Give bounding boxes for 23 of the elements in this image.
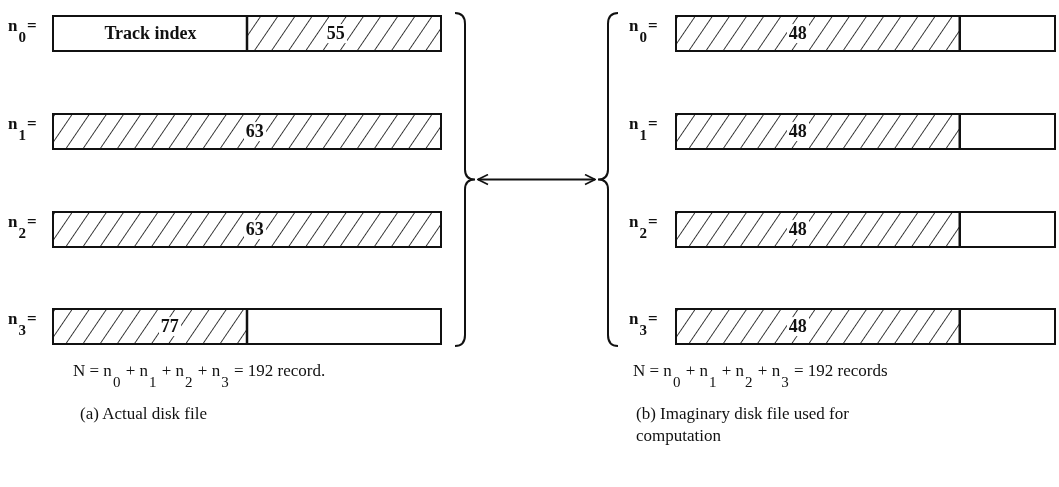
disk-track-bar — [675, 113, 1056, 150]
track-count-label: n$_{1}$= — [8, 115, 37, 143]
record-total-formula: N = n$_{0}$ + n$_{1}$ + n$_{2}$ + n$_{3}$ = 192 records — [633, 360, 888, 392]
track-count-label: n$_{2}$= — [8, 213, 37, 241]
disk-track-bar — [52, 113, 442, 150]
record-total-formula: N = n$_{0}$ + n$_{1}$ + n$_{2}$ + n$_{3}$ = 192 record. — [73, 360, 326, 392]
track-count-label: n$_{3}$= — [8, 310, 37, 338]
disk-track-bar — [52, 211, 442, 248]
curly-brace — [455, 12, 475, 347]
disk-track-bar — [675, 15, 1056, 52]
disk-track-bar — [52, 308, 442, 345]
figure-caption: (a) Actual disk file — [80, 403, 207, 425]
curly-brace — [598, 12, 618, 347]
track-count-label: n$_{1}$= — [629, 115, 658, 143]
double-arrow — [477, 173, 596, 186]
disk-track-bar — [675, 308, 1056, 345]
track-count-label: n$_{3}$= — [629, 310, 658, 338]
track-count-label: n$_{0}$= — [8, 17, 37, 45]
track-count-label: n$_{2}$= — [629, 213, 658, 241]
track-count-label: n$_{0}$= — [629, 17, 658, 45]
disk-track-bar — [675, 211, 1056, 248]
figure-caption: (b) Imaginary disk file used for computation — [636, 403, 850, 448]
disk-track-bar — [52, 15, 442, 52]
